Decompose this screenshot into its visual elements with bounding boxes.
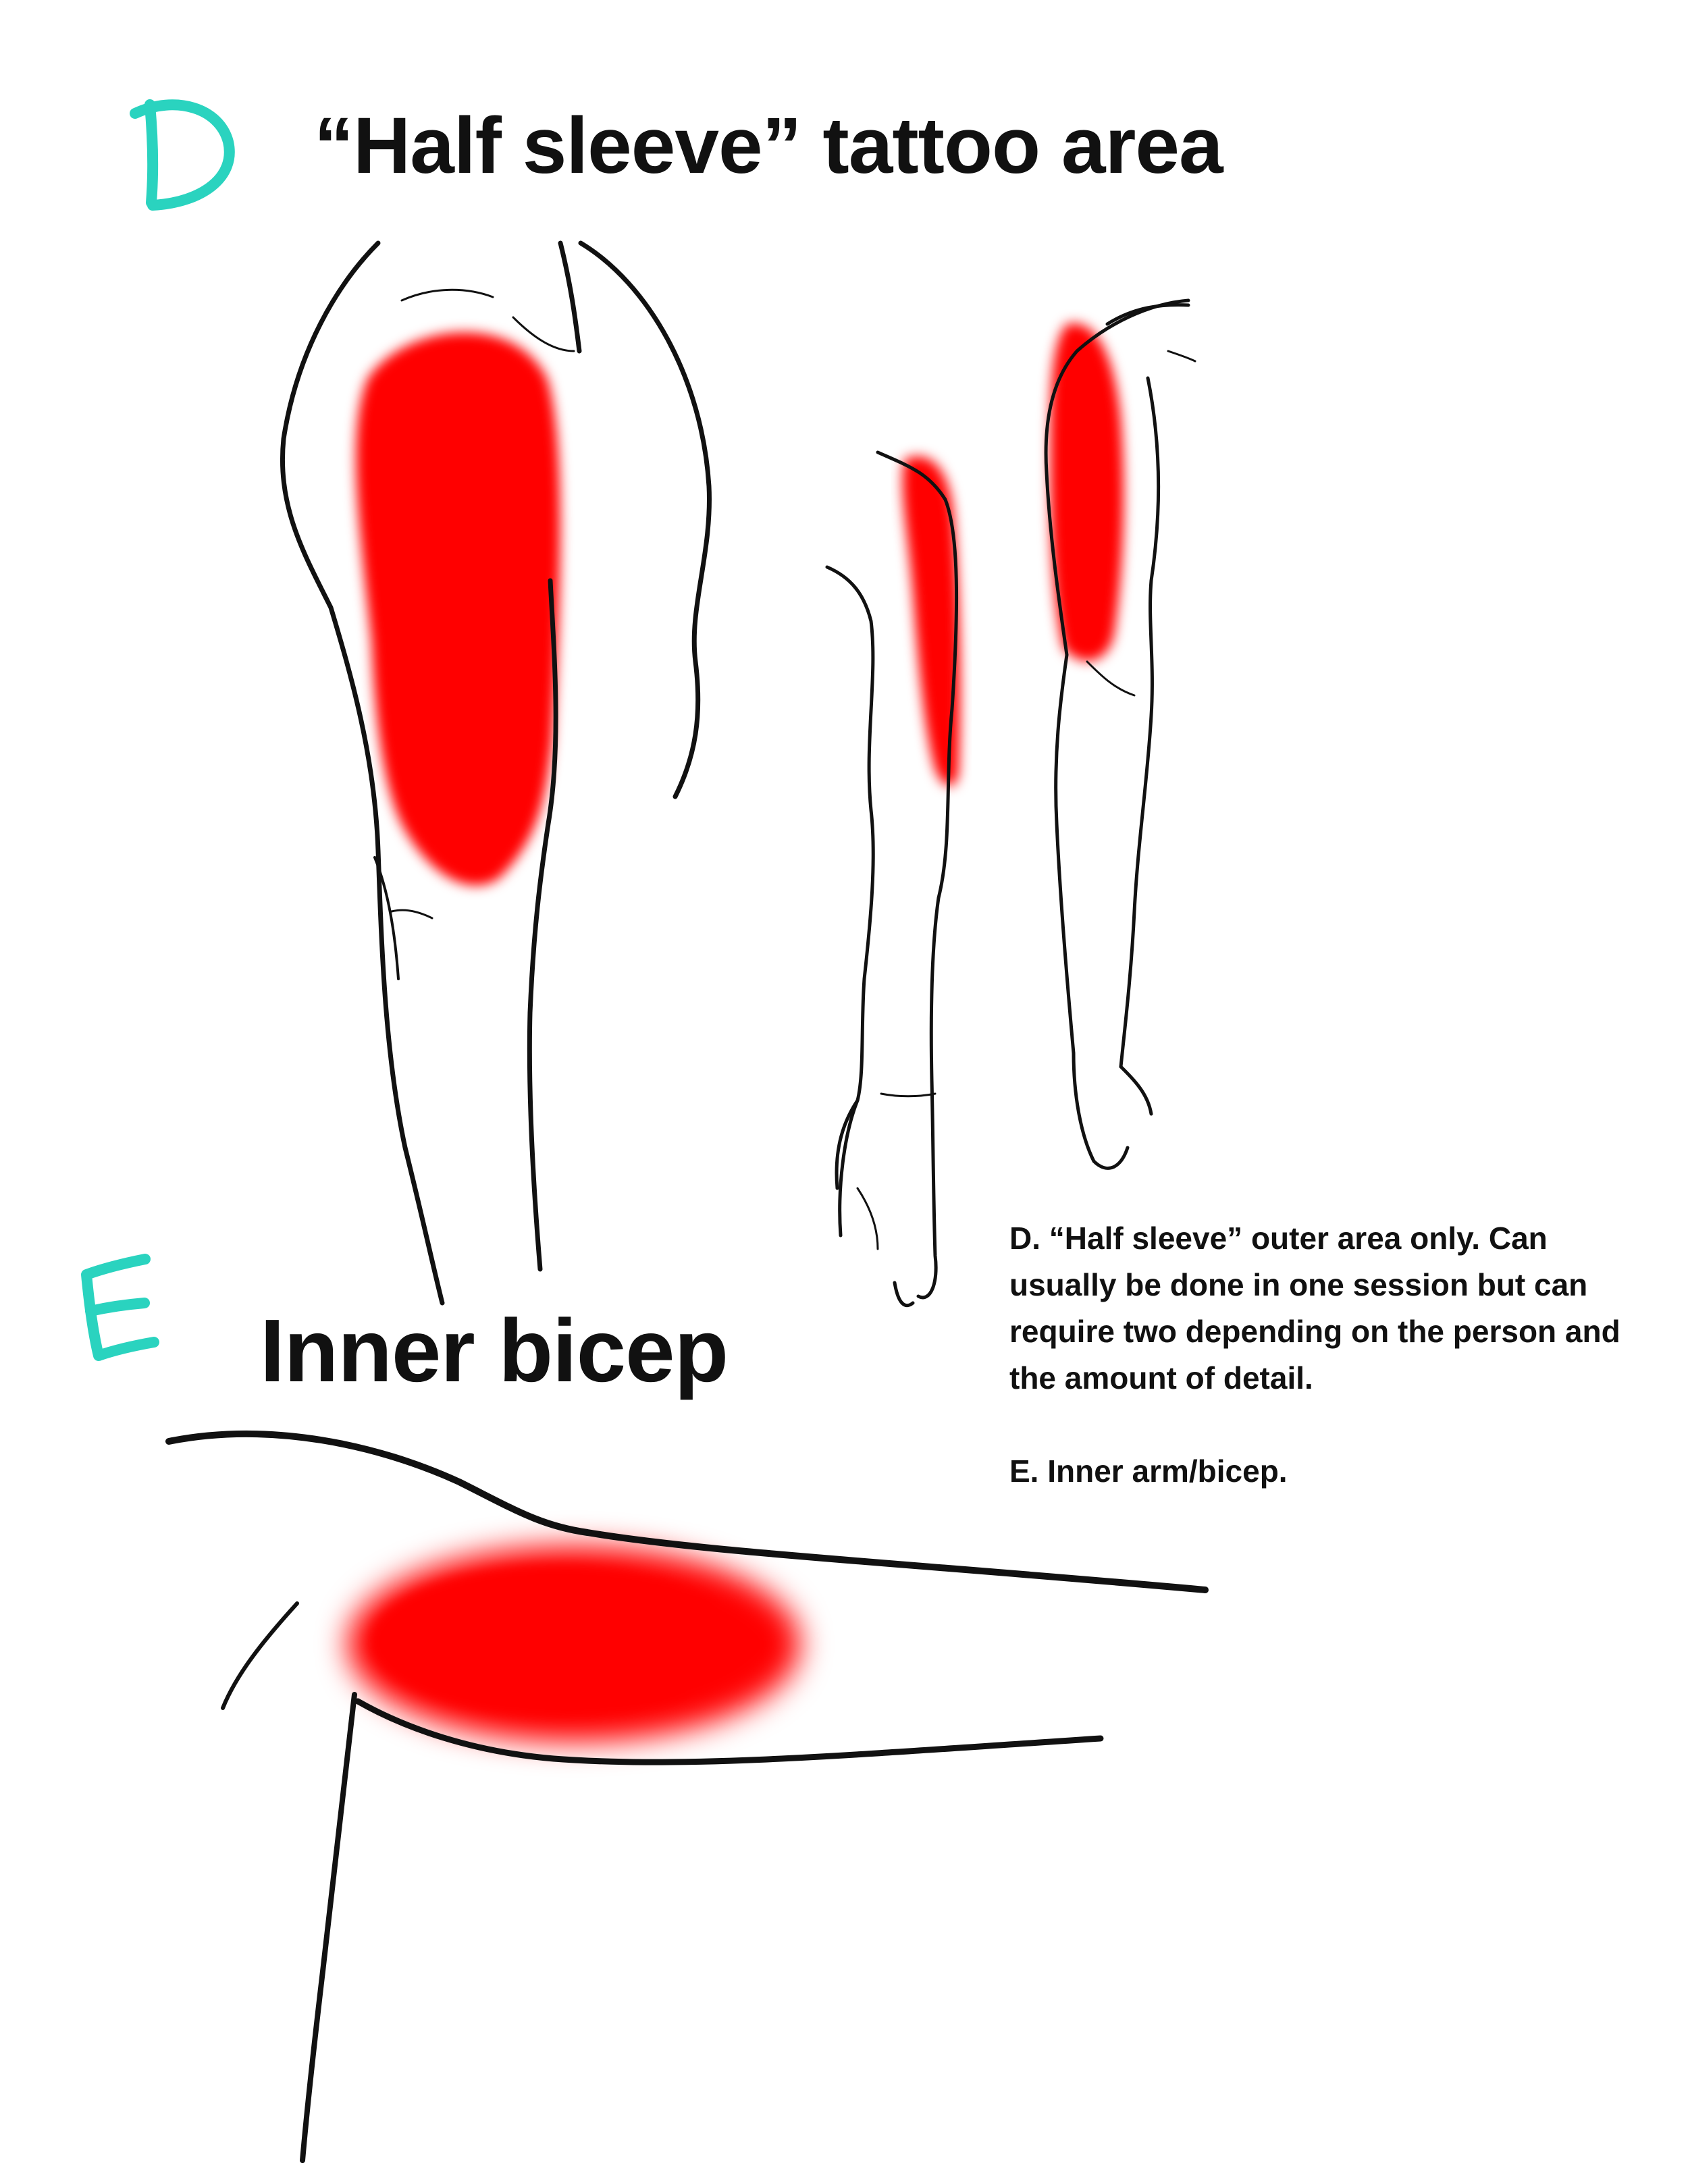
letter-d	[130, 99, 235, 211]
description-notes: D. “Half sleeve” outer area only. Can us…	[1009, 1215, 1658, 1495]
inner-bicep-title: Inner bicep	[260, 1301, 729, 1400]
arm-back-view	[280, 240, 712, 1306]
half-sleeve-highlight-side-1	[902, 456, 961, 787]
letter-e	[81, 1254, 159, 1361]
half-sleeve-title: “Half sleeve” tattoo area	[314, 101, 1223, 190]
note-d: D. “Half sleeve” outer area only. Can us…	[1009, 1221, 1620, 1395]
inner-bicep-view	[165, 1431, 1209, 2163]
half-sleeve-highlight-side-2	[1050, 323, 1124, 661]
half-sleeve-highlight-back	[356, 332, 560, 886]
arm-side-view-1	[825, 450, 961, 1308]
note-e: E. Inner arm/bicep.	[1009, 1454, 1288, 1489]
arm-side-view-2	[1044, 298, 1196, 1170]
